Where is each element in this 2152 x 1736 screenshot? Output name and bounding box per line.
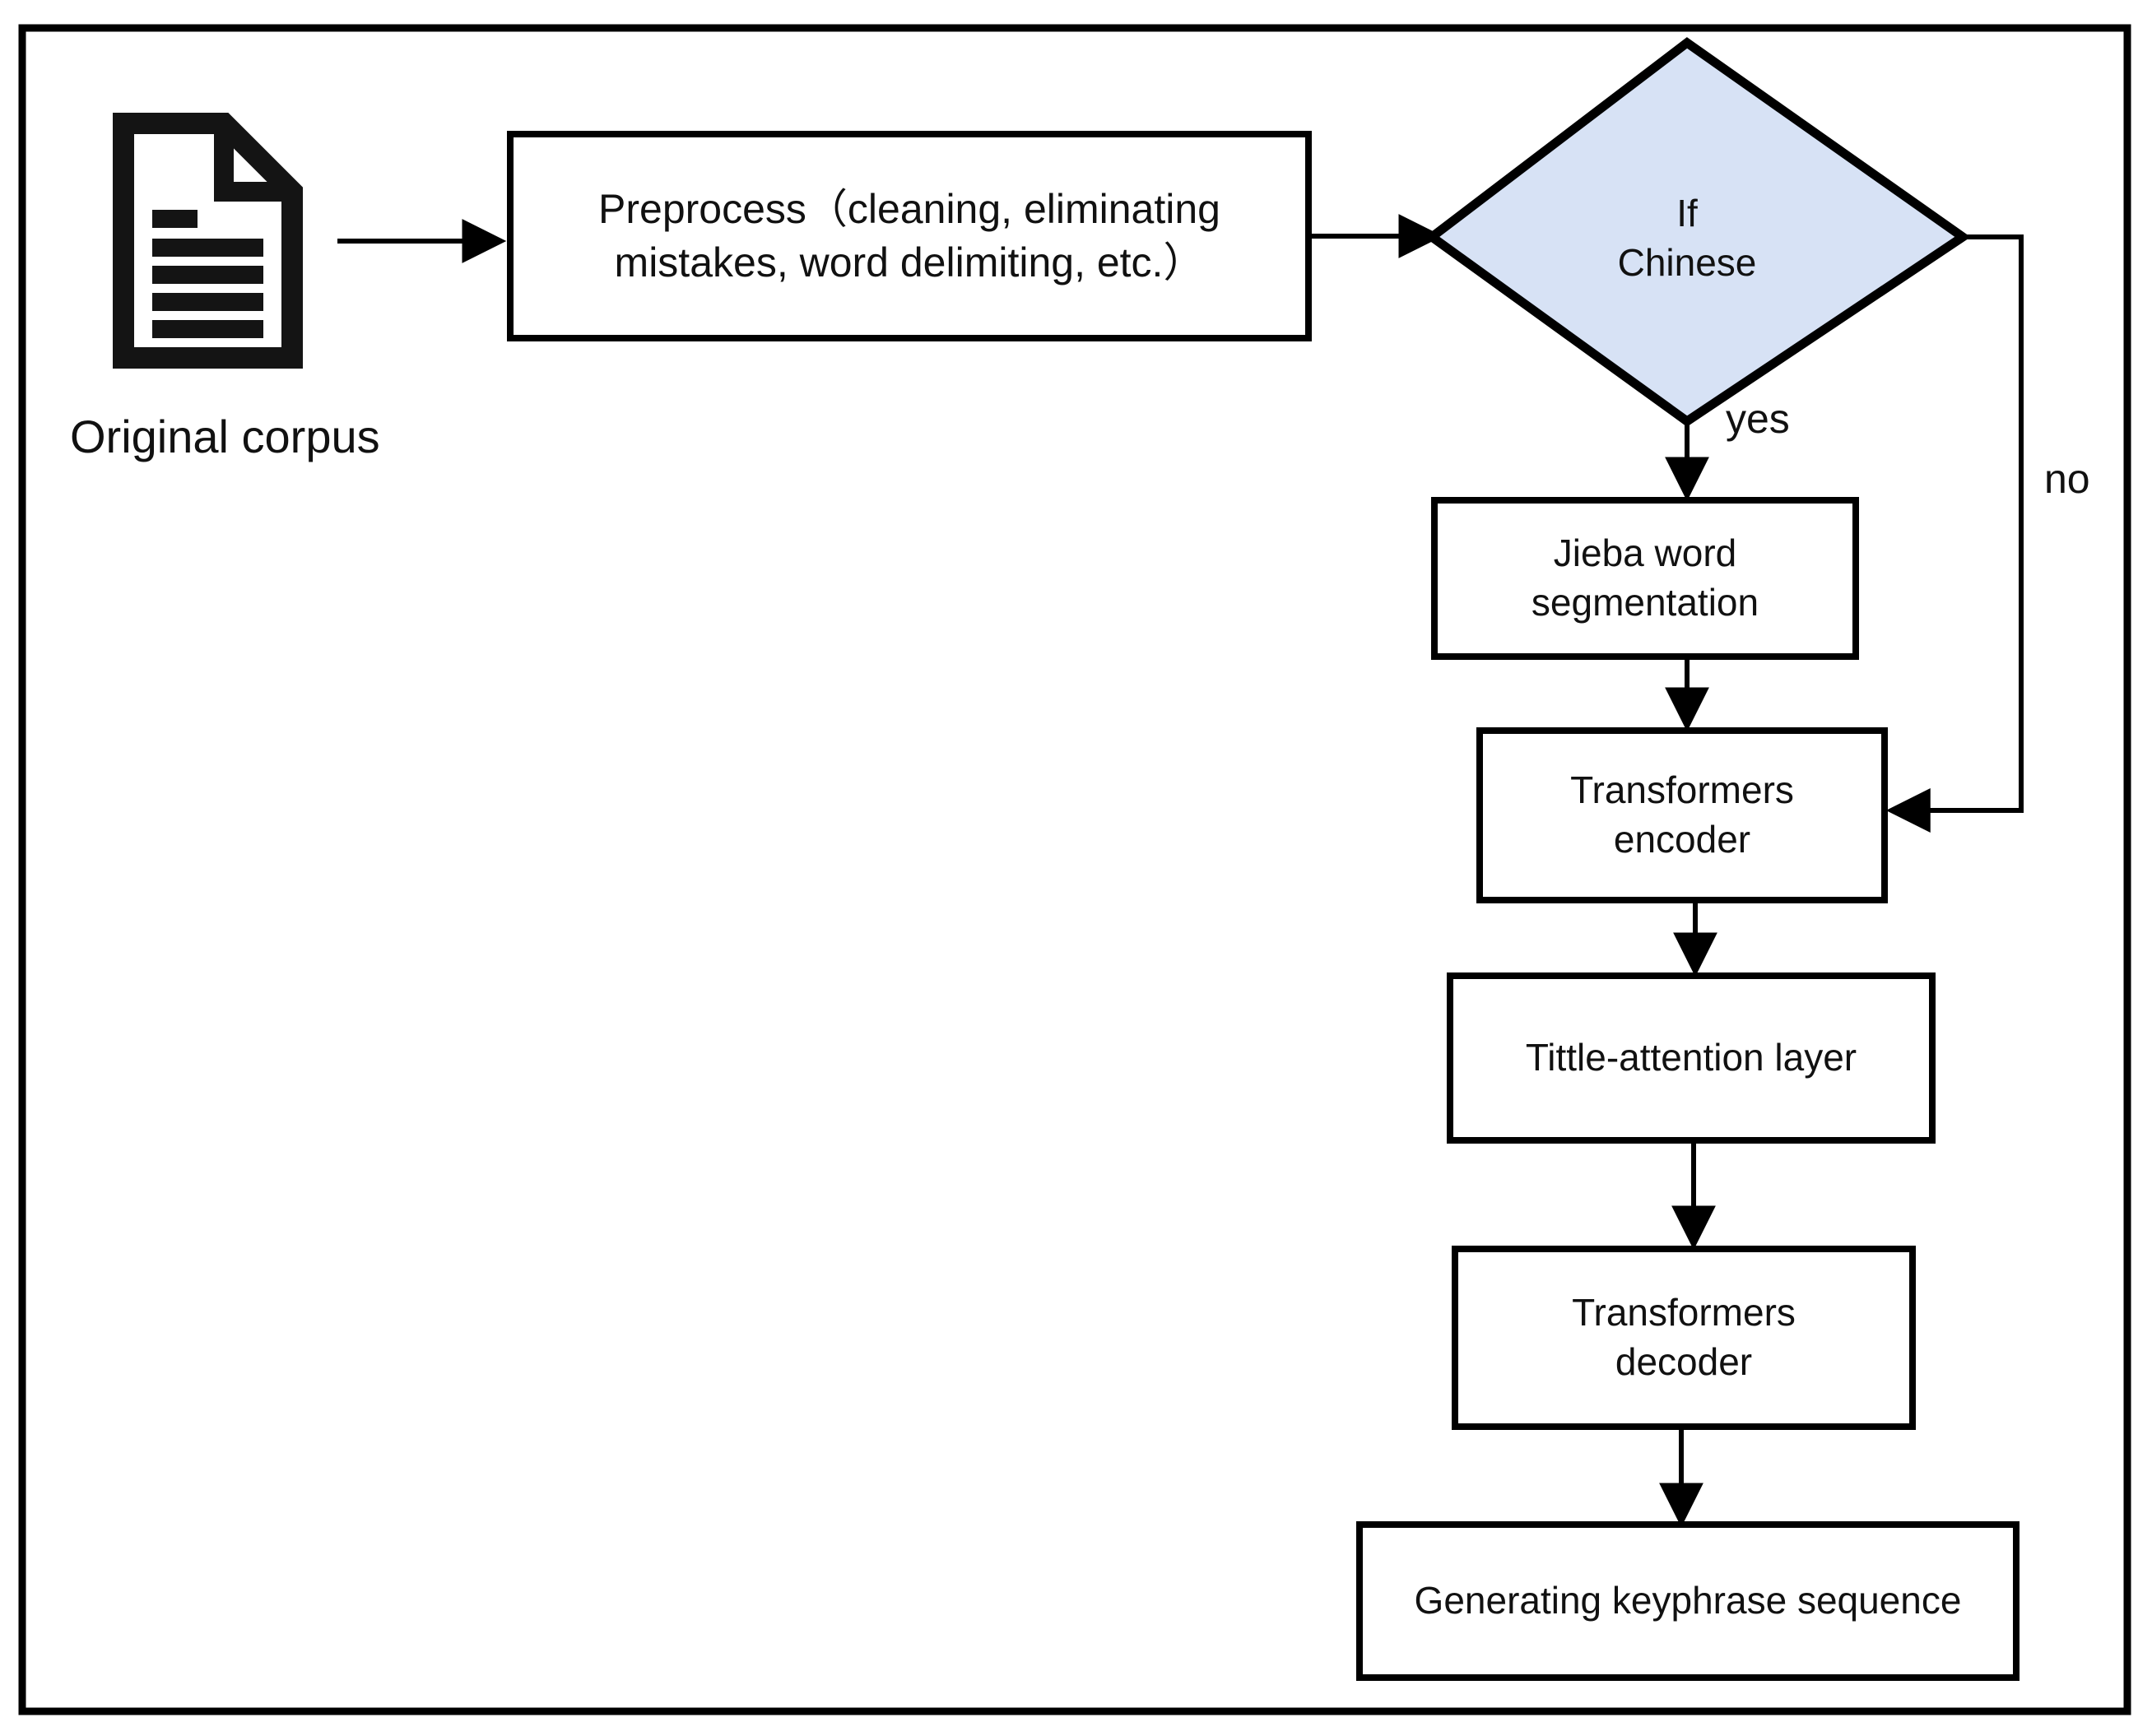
node-encoder-box	[1476, 727, 1888, 903]
node-preprocess-box	[507, 131, 1312, 341]
original-corpus-caption: Original corpus	[70, 411, 380, 462]
edge-decision-no	[1885, 234, 2024, 833]
node-jieba-box	[1431, 497, 1859, 660]
node-output-box	[1356, 1521, 2020, 1681]
node-attention-box	[1447, 972, 1936, 1144]
node-decoder-box	[1452, 1246, 1916, 1430]
edge-label-no: no	[2044, 456, 2090, 502]
document-icon	[113, 113, 303, 369]
edge-label-yes: yes	[1726, 396, 1790, 442]
